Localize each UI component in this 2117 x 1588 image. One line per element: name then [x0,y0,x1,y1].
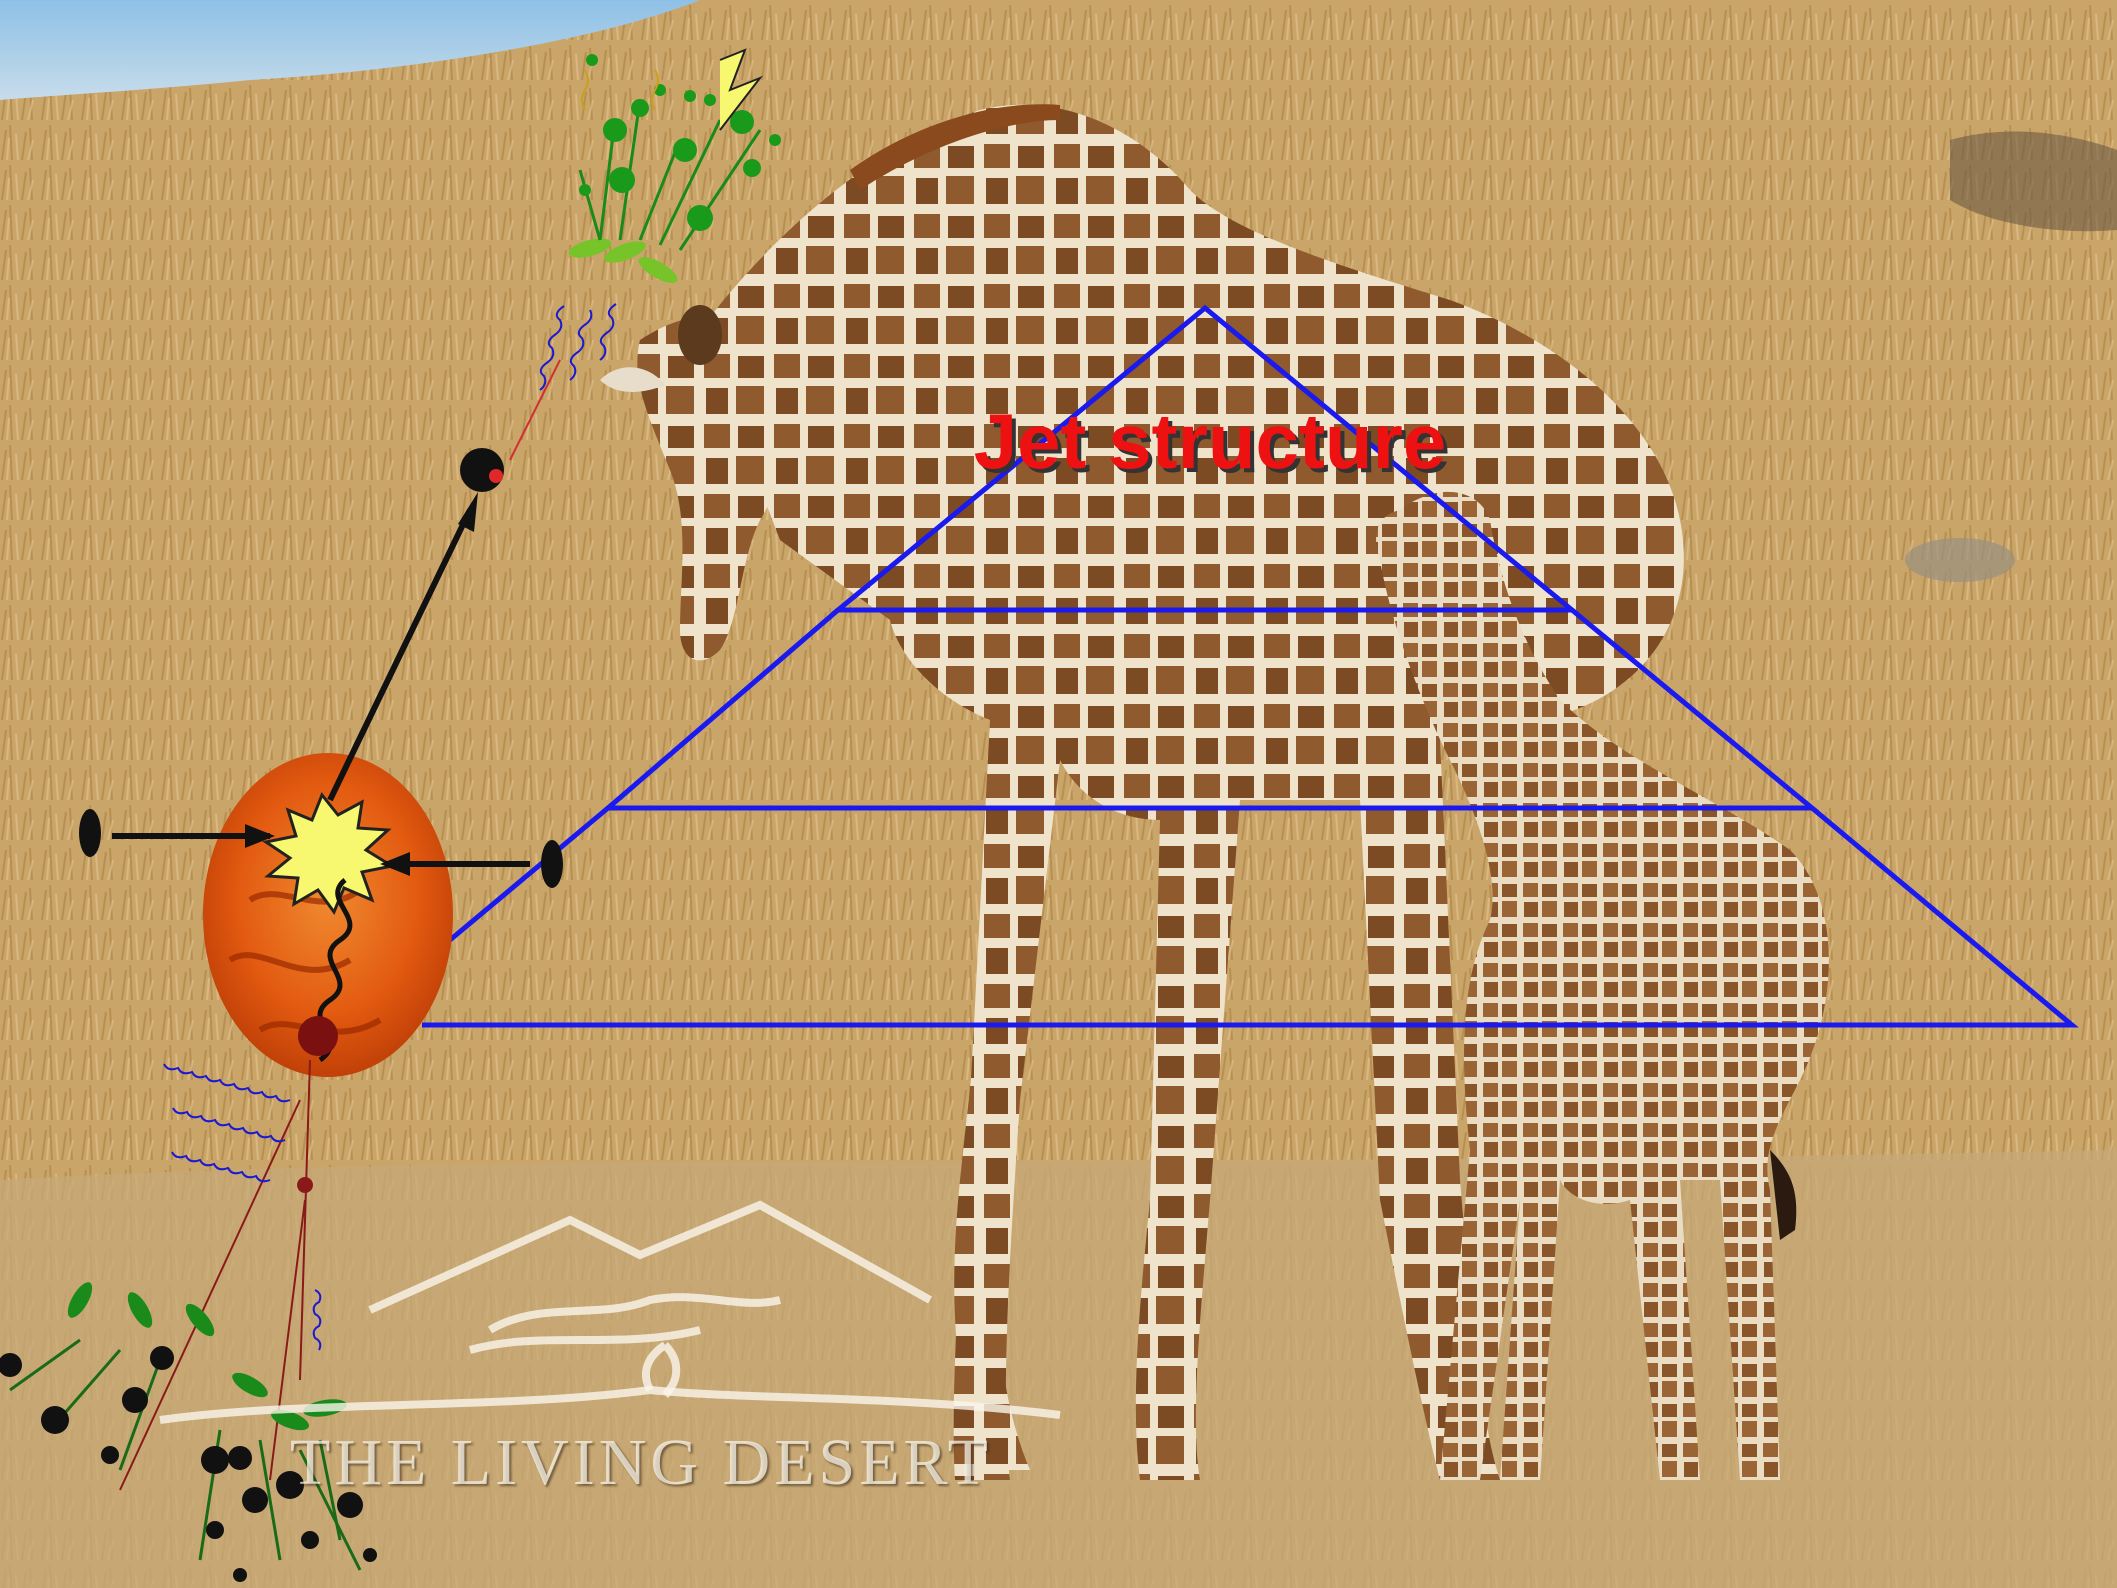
ground-area [0,1150,2117,1588]
incoming-parton-left-icon [79,809,101,857]
beam-remnant-icon [298,1016,338,1056]
jet-structure-label: Jet structure [960,395,1460,487]
logo-text: THE LIVING DESERT [290,1425,992,1501]
incoming-parton-right-icon [541,840,563,888]
